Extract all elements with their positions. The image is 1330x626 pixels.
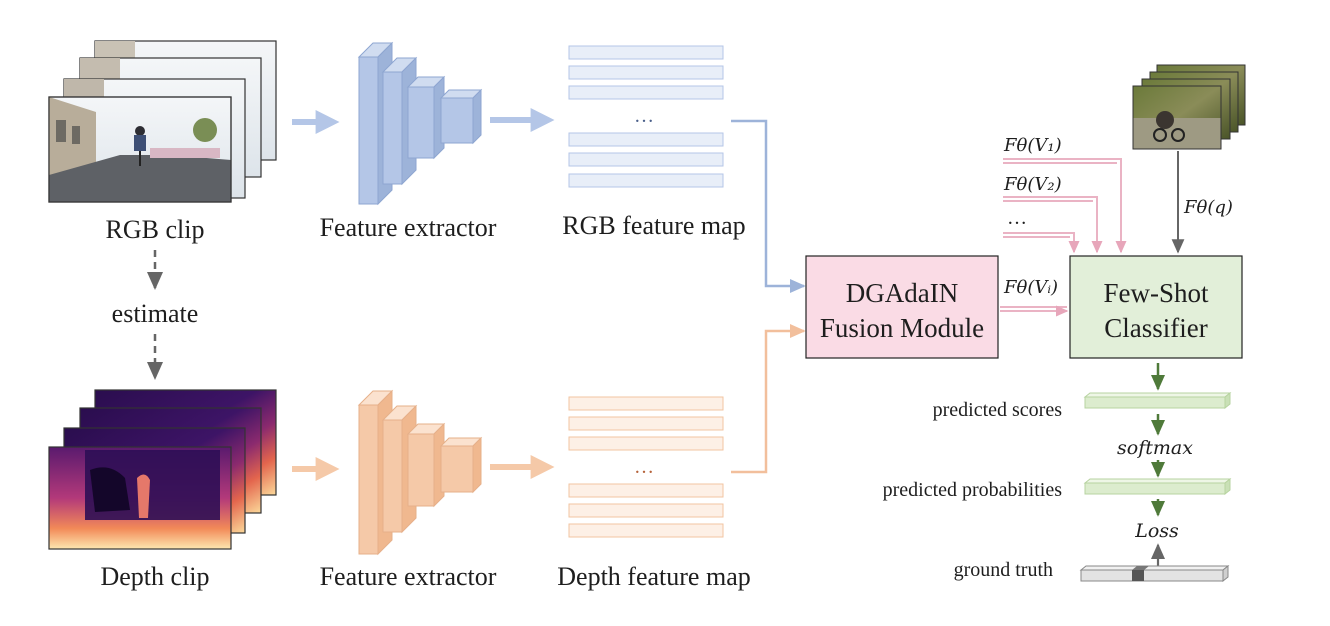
rgb-feature-extractor — [357, 41, 483, 206]
classifier-label-line1: Few-Shot — [1103, 278, 1209, 308]
depth-frame-front — [48, 446, 232, 550]
depth-map-ellipsis: … — [634, 456, 654, 478]
predicted-probabilities-bar — [1083, 477, 1232, 496]
rgb-frame-front — [48, 96, 232, 203]
depth-clip-stack — [48, 389, 277, 550]
depth-clip-label: Depth clip — [100, 562, 209, 591]
rgb-map-ellipsis: … — [634, 105, 654, 127]
support-dots-arrow — [1003, 232, 1080, 254]
support-v1-arrow — [1003, 158, 1127, 254]
fusion-label-line2: Fusion Module — [820, 313, 984, 343]
loss-label: Loss — [1134, 520, 1179, 542]
fusion-module: DGAdaIN Fusion Module — [805, 255, 999, 359]
query-feature-label: Fθ(q) — [1183, 197, 1233, 218]
predicted-scores-label: predicted scores — [933, 399, 1063, 421]
rgb-extractor-label: Feature extractor — [320, 213, 497, 242]
ground-truth-label: ground truth — [954, 559, 1053, 581]
support-v2-arrow — [1003, 196, 1103, 254]
ground-truth-class-cell — [1132, 570, 1144, 581]
fusion-label-line1: DGAdaIN — [846, 278, 958, 308]
query-clip-stack — [1132, 64, 1246, 150]
depth-feature-map — [568, 396, 724, 538]
fusion-output-feature-label: Fθ(Vᵢ) — [1003, 277, 1058, 298]
softmax-label: softmax — [1117, 437, 1193, 459]
support-feature-dots: … — [1007, 207, 1027, 229]
rgb-map-to-fusion-arrow — [731, 119, 806, 293]
rgb-map-label: RGB feature map — [562, 211, 745, 240]
few-shot-classifier: Few-Shot Classifier — [1069, 255, 1243, 359]
classifier-label-line2: Classifier — [1104, 313, 1207, 343]
support-feature-v2-label: Fθ(V₂) — [1003, 174, 1062, 195]
estimate-label: estimate — [112, 299, 199, 328]
depth-feature-extractor — [357, 389, 483, 556]
depth-map-label: Depth feature map — [557, 562, 750, 591]
rgb-clip-label: RGB clip — [106, 215, 205, 244]
predicted-scores-bar — [1083, 391, 1232, 410]
depth-extractor-label: Feature extractor — [320, 562, 497, 591]
query-frame-front — [1132, 85, 1222, 150]
depth-map-to-fusion-arrow — [731, 324, 806, 474]
predicted-probabilities-label: predicted probabilities — [883, 479, 1063, 501]
support-feature-v1-label: Fθ(V₁) — [1003, 135, 1062, 156]
ground-truth-bar — [1079, 564, 1230, 583]
rgb-feature-map — [568, 45, 724, 188]
rgb-clip-stack — [48, 40, 277, 203]
